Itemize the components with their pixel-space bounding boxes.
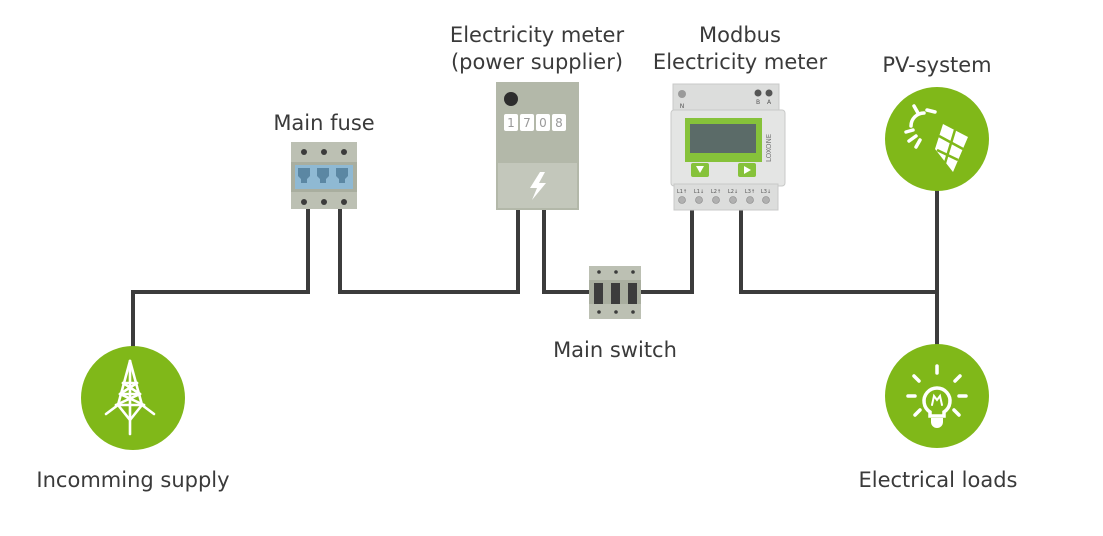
- terminal-label: L3↑: [745, 189, 755, 195]
- transmission-tower-icon: [104, 359, 156, 436]
- modbus-meter-device: N B A LOXONE L1↑ L1↓ L2↑ L2↓ L3↑ L3↓: [670, 83, 786, 211]
- electrical-loads-node: [885, 344, 989, 448]
- lightning-bolt-icon: [530, 172, 546, 200]
- modbus-meter-label-line2: Electricity meter: [652, 50, 828, 74]
- main-fuse-label: Main fuse: [273, 111, 375, 135]
- pv-system-label: PV-system: [882, 53, 992, 77]
- counter-digit: 8: [555, 116, 563, 130]
- terminal-label: N: [680, 103, 685, 110]
- terminal-label: L2↓: [728, 189, 738, 195]
- wires: [131, 190, 939, 362]
- main-switch-device: [589, 266, 641, 319]
- light-bulb-icon: [906, 364, 968, 418]
- solar-panel-sun-icon: [904, 104, 937, 149]
- wire-utility-meter-to-switch: [542, 208, 590, 294]
- bottom-terminals: L1↑ L1↓ L2↑ L2↓ L3↑ L3↓: [677, 189, 771, 204]
- main-switch-label: Main switch: [553, 338, 677, 362]
- wire-switch-to-modbus-meter: [638, 210, 694, 294]
- utility-meter-label-line2: (power supplier): [450, 50, 624, 74]
- wire-supply-to-fuse: [131, 208, 310, 352]
- main-fuse-device: [291, 142, 357, 209]
- counter-digit: 7: [523, 116, 531, 130]
- terminal-label: L2↑: [711, 189, 721, 195]
- indicator-led: [504, 92, 518, 106]
- terminal-label: A: [767, 99, 772, 106]
- brand-label: LOXONE: [765, 134, 773, 162]
- lcd-display: [690, 124, 756, 153]
- electrical-loads-label: Electrical loads: [858, 468, 1018, 492]
- terminal-label: L1↓: [694, 189, 704, 195]
- wire-fuse-to-utility-meter: [338, 208, 520, 294]
- terminal-label: B: [756, 99, 760, 106]
- counter-digit: 1: [507, 116, 515, 130]
- counter-digit: 0: [539, 116, 547, 130]
- terminal-label: L3↓: [761, 189, 771, 195]
- wire-modbus-meter-to-distribution: [739, 210, 937, 294]
- incoming-supply-node: [81, 346, 185, 450]
- modbus-meter-label-line1: Modbus: [699, 23, 781, 47]
- utility-meter-label-line1: Electricity meter: [449, 23, 625, 47]
- incoming-supply-label: Incomming supply: [36, 468, 230, 492]
- counter-display: 1 7 0 8: [504, 114, 566, 131]
- utility-meter-device: 1 7 0 8: [496, 82, 579, 210]
- terminal-label: L1↑: [677, 189, 687, 195]
- pv-system-node: [885, 87, 989, 191]
